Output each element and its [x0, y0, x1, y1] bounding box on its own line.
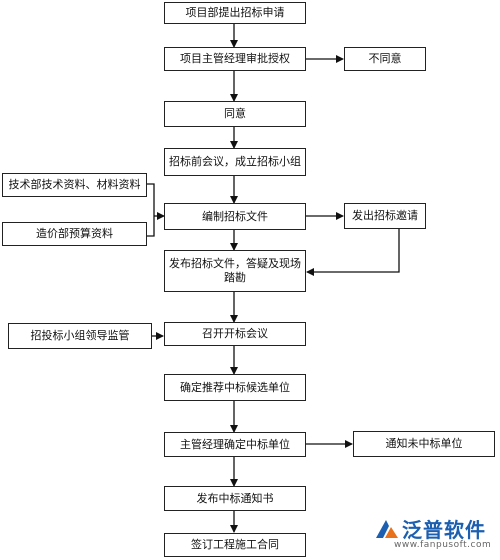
arrow-invitation-step6: [306, 229, 400, 276]
input-supervision: 招投标小组领导监管: [8, 323, 152, 349]
step-manager-approval: 项目主管经理审批授权: [164, 47, 306, 71]
step-submit-application: 项目部提出招标申请: [164, 2, 306, 24]
branch-notify-losers: 通知未中标单位: [353, 431, 495, 457]
step-publish-documents: 发布招标文件，答疑及现场踏勘: [164, 250, 306, 292]
input-cost-budget: 造价部预算资料: [2, 222, 147, 246]
step-recommend-candidates: 确定推荐中标候选单位: [164, 374, 306, 401]
step-pre-bid-meeting: 招标前会议，成立招标小组: [164, 148, 306, 176]
brand-mark-icon: [376, 520, 398, 538]
step-agree: 同意: [164, 101, 306, 127]
step-bid-opening: 召开开标会议: [164, 322, 306, 346]
branch-send-invitation: 发出招标邀请: [344, 203, 426, 229]
step-decide-winner: 主管经理确定中标单位: [164, 432, 306, 457]
branch-disagree: 不同意: [344, 47, 426, 71]
step-award-notice: 发布中标通知书: [164, 486, 306, 511]
input-tech-materials: 技术部技术资料、材料资料: [2, 173, 147, 197]
watermark-brand: 泛普软件: [402, 518, 486, 542]
step-compile-documents: 编制招标文件: [164, 203, 306, 230]
watermark-url: www.fanpusoft.com: [394, 540, 492, 550]
watermark-logo: 泛普软件 www.fanpusoft.com: [372, 514, 498, 558]
step-sign-contract: 签订工程施工合同: [164, 533, 306, 557]
bracket-inputs: [146, 183, 155, 237]
